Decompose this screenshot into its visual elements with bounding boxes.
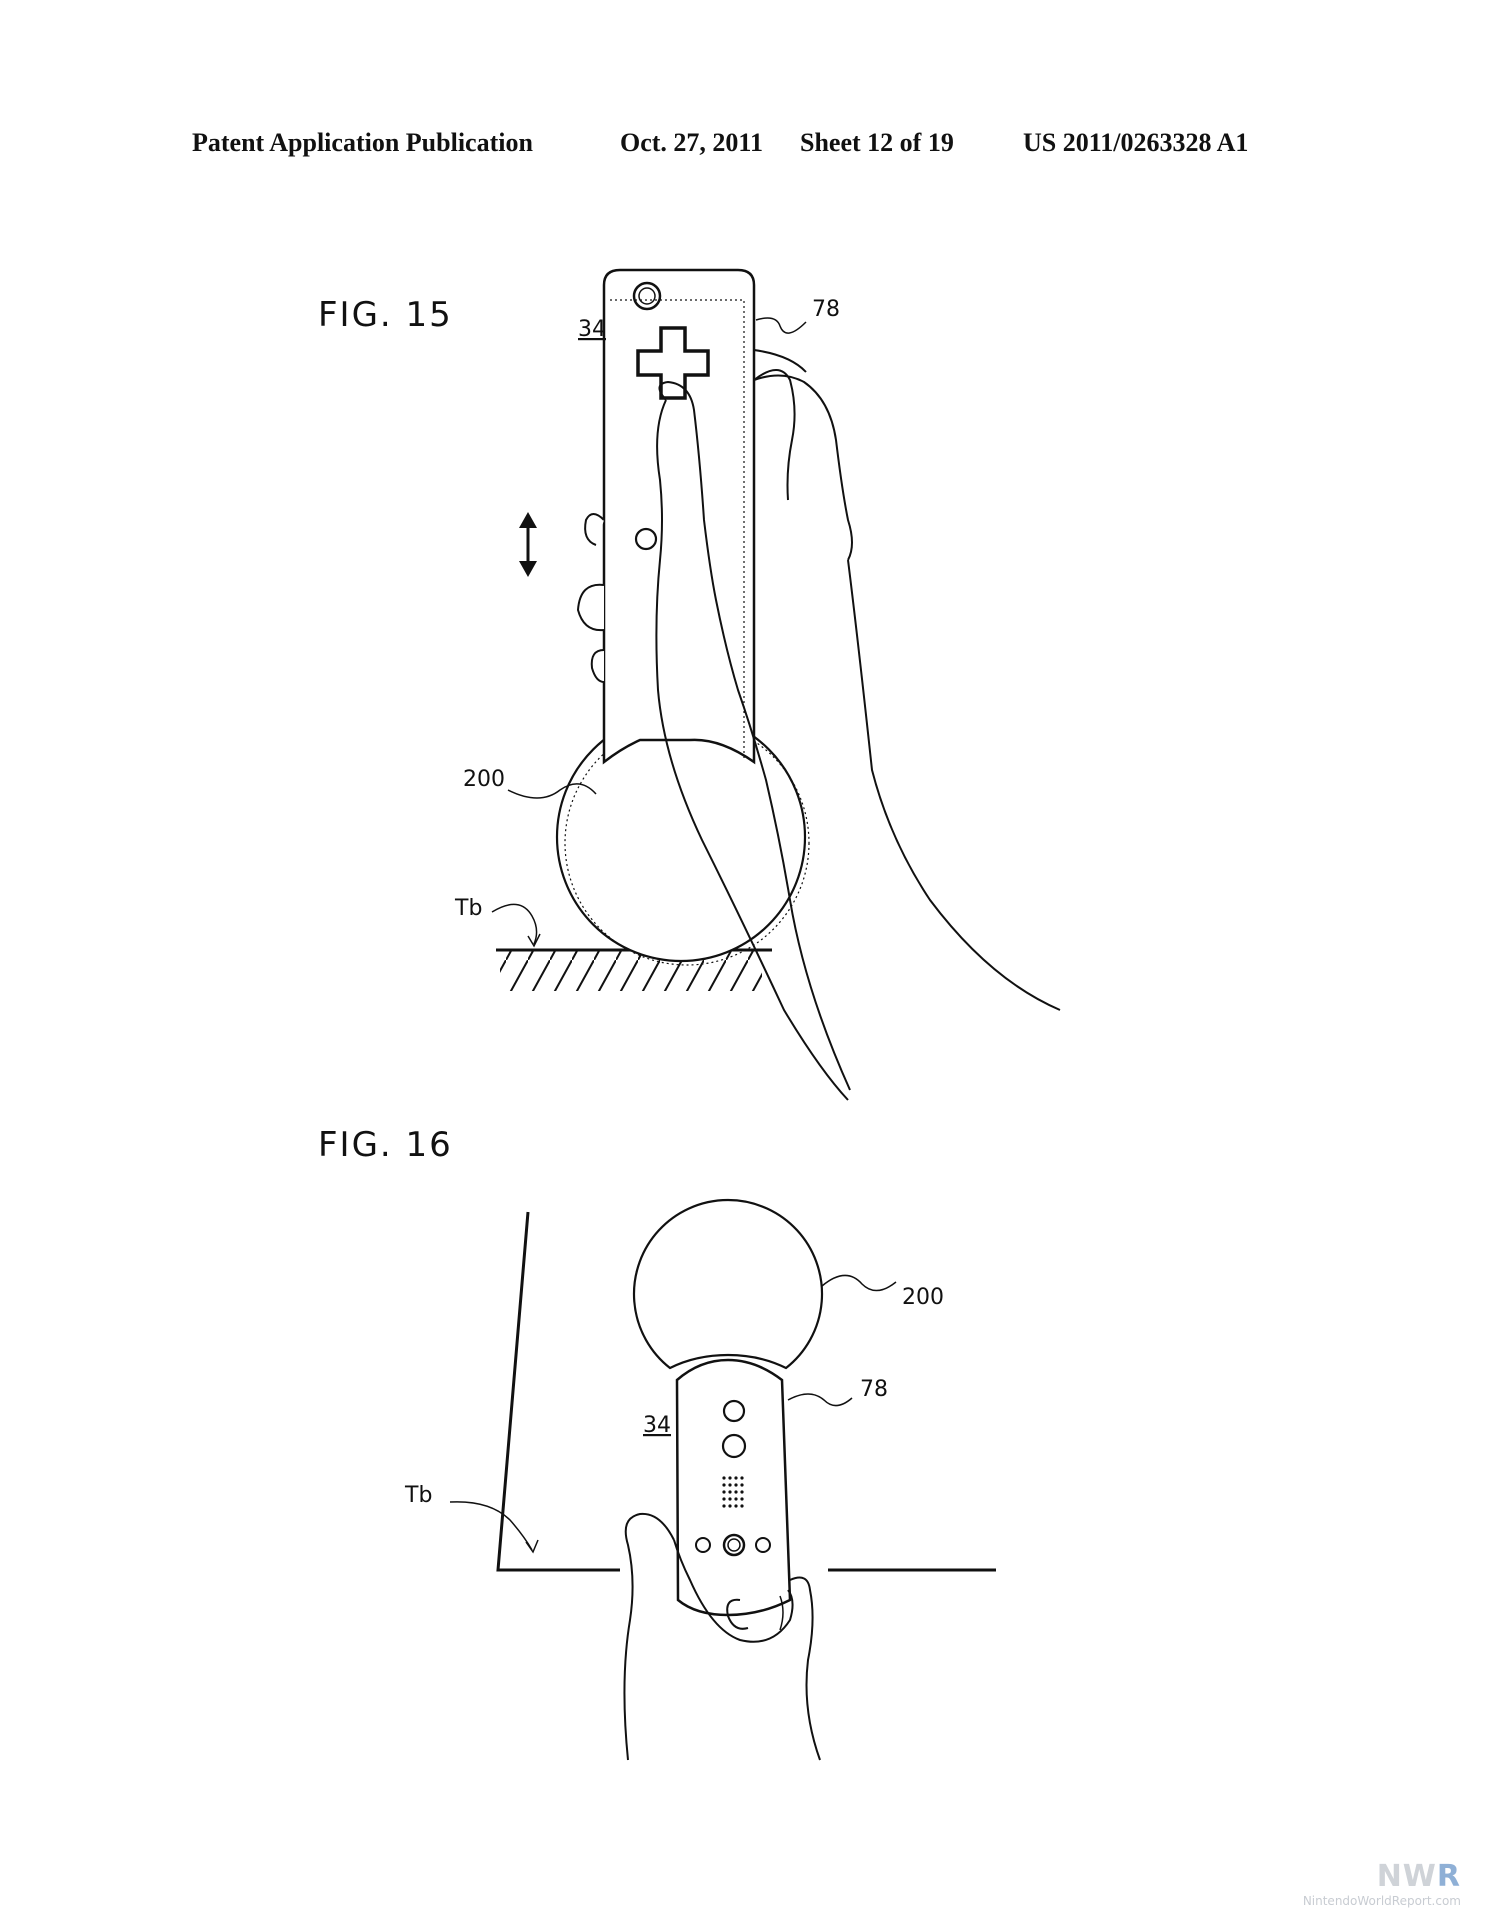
fig16-label-table: Tb (404, 1483, 432, 1508)
fig15-controller (602, 268, 756, 765)
fig15-dpad-icon (636, 326, 710, 400)
fig16-leader-table (449, 1501, 533, 1551)
watermark: NWR NintendoWorldReport.com (1303, 1859, 1461, 1908)
fig15-table (496, 948, 772, 991)
fig16-minus-button-icon (695, 1537, 711, 1553)
fig16-button-two-icon (721, 1433, 747, 1459)
fig15-label-controller: 34 (578, 317, 606, 342)
fig16-plus-button-icon (755, 1537, 771, 1553)
fig15-label-ball: 200 (463, 767, 505, 792)
sheet-number: Sheet 12 of 19 (800, 128, 954, 157)
publication-type: Patent Application Publication (192, 128, 533, 157)
fig15-button-icon (634, 527, 658, 551)
fig16-hand (623, 1512, 821, 1761)
fig15-hand (576, 349, 1061, 1101)
fig15-leader-table (491, 903, 538, 945)
fig16-speaker-icon (722, 1476, 744, 1508)
fig15-motion-arrow-icon (519, 512, 537, 577)
fig15-leader-ball (507, 783, 597, 799)
fig16-button-one-icon (722, 1399, 746, 1423)
fig16-controller (675, 1358, 792, 1617)
fig16-title: FIG. 16 (318, 1125, 453, 1165)
watermark-site: NintendoWorldReport.com (1302, 1894, 1461, 1908)
fig15-title: FIG. 15 (318, 295, 453, 335)
fig16-leader-ball (821, 1274, 897, 1292)
publication-date: Oct. 27, 2011 (620, 128, 763, 157)
fig16-ball-attachment (632, 1198, 824, 1370)
fig16-leader-grip (787, 1393, 853, 1407)
patent-number: US 2011/0263328 A1 (1023, 128, 1249, 157)
figure-15: FIG. 15 (318, 268, 1061, 1101)
figure-16: FIG. 16 (318, 1125, 996, 1761)
fig16-label-controller: 34 (643, 1413, 671, 1438)
fig15-label-table: Tb (454, 896, 482, 921)
fig16-table (496, 1211, 996, 1572)
fig15-power-button-icon (632, 281, 662, 311)
fig15-label-grip: 78 (812, 297, 840, 322)
fig16-label-grip: 78 (860, 1377, 888, 1402)
fig16-label-ball: 200 (902, 1285, 944, 1310)
watermark-logo: NWR (1376, 1859, 1461, 1894)
fig15-ball-attachment (555, 711, 810, 966)
fig15-leader-grip (755, 317, 807, 334)
page-header: Patent Application Publication Oct. 27, … (0, 128, 1489, 168)
fig16-home-button-icon (722, 1533, 746, 1557)
